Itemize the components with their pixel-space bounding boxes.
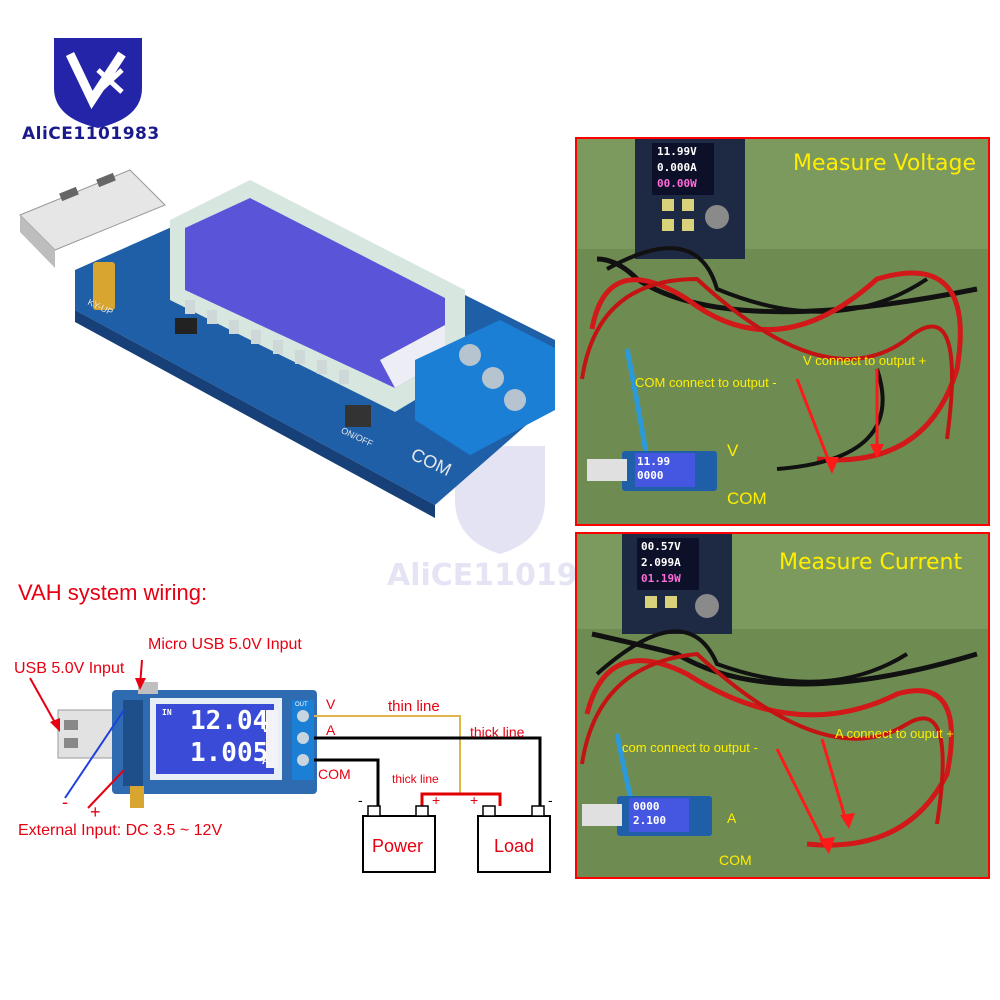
voltage-v-annotation: V connect to output + (803, 353, 927, 368)
voltage-com-annotation: COM connect to output - (635, 375, 777, 390)
pin-com-label: COM (318, 766, 351, 782)
lcd-voltage-value: 12.04 (190, 706, 269, 736)
current-com-annotation: com connect to output - (622, 740, 758, 755)
voltage-photo-illustration (577, 139, 988, 524)
thick-line-label-1: thick line (470, 724, 525, 740)
shield-logo-icon (54, 38, 142, 128)
wiring-diagram-illustration (29, 659, 551, 873)
current-com-label: COM (719, 852, 752, 868)
current-panel-title: Measure Current (779, 550, 963, 575)
power-label: Power (372, 836, 424, 856)
power-plus-sign: + (432, 792, 441, 808)
external-minus-label: - (62, 792, 68, 812)
voltage-module-lcd-line1: 11.99 (637, 455, 671, 468)
voltage-panel-title: Measure Voltage (793, 151, 977, 176)
wiring-title: VAH system wiring: (18, 580, 208, 605)
lcd-in-indicator: IN (162, 708, 172, 717)
thick-line-label-2: thick line (392, 772, 439, 786)
usb-input-label: USB 5.0V Input (14, 660, 125, 677)
load-plus-sign: + (470, 792, 479, 808)
brand-logo-text: AliCE1101983 (22, 124, 160, 144)
external-plus-label: + (90, 802, 101, 822)
bench-voltage-readout: 00.57V (641, 540, 681, 553)
current-module-lcd-line1: 0000 (633, 800, 660, 813)
bench-current-readout: 0.000A (657, 161, 697, 174)
watermark-shield-icon (455, 446, 545, 554)
usb-meter-module-illustration (19, 169, 555, 518)
current-a-label: A (727, 810, 737, 826)
lcd-current-unit: A (262, 754, 269, 767)
bench-voltage-readout: 11.99V (657, 145, 697, 158)
current-a-annotation: A connect to ouput + (835, 726, 954, 741)
pin-v-label: V (326, 696, 336, 712)
lcd-current-value: 1.005 (190, 738, 269, 768)
thin-line-label: thin line (388, 698, 440, 715)
brand-logo: AliCE1101983 (22, 30, 182, 150)
lcd-out-indicator: OUT (295, 702, 308, 708)
bench-power-readout: 00.00W (657, 177, 697, 190)
voltage-v-label: V (727, 441, 739, 460)
external-input-label: External Input: DC 3.5 ~ 12V (18, 822, 223, 839)
bench-power-readout: 01.19W (641, 572, 681, 585)
lcd-voltage-unit: V (262, 722, 269, 735)
wiring-diagram: VAH system wiring: Micro USB 5.0V Input … (0, 570, 575, 890)
load-minus-sign: - (548, 792, 553, 808)
current-module-lcd-line2: 2.100 (633, 814, 667, 827)
voltage-module-lcd-line2: 0000 (637, 469, 664, 482)
product-photo: KY-UP ON/OFF COM (15, 150, 575, 520)
voltage-com-label: COM (727, 489, 767, 508)
measure-current-panel: 00.57V 2.099A 01.19W Measure Current com… (575, 532, 990, 879)
load-label: Load (494, 836, 535, 856)
bench-current-readout: 2.099A (641, 556, 681, 569)
micro-usb-input-label: Micro USB 5.0V Input (148, 636, 302, 653)
current-photo-illustration (577, 534, 988, 877)
pin-a-label: A (326, 722, 336, 738)
measure-voltage-panel: 11.99V 0.000A 00.00W Measure Voltage COM… (575, 137, 990, 526)
power-minus-sign: - (358, 792, 363, 808)
